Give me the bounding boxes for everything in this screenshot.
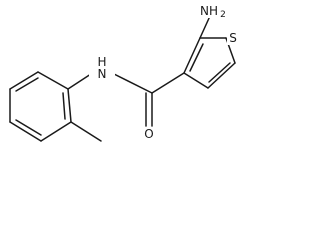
bond-ar2-ar3: [40, 121, 72, 142]
bond-ar5-ar6: [9, 71, 39, 90]
bond-c2-c3: [183, 37, 201, 74]
benzene-ring: [9, 71, 72, 142]
sulfur-label: S: [229, 31, 237, 45]
bond-ar6-ar1: [37, 71, 69, 90]
amide-hydrogen-label: H: [97, 55, 106, 69]
oxygen-label: O: [144, 127, 153, 141]
thiophene-ring: [183, 37, 236, 89]
bond-c2-c3-double: [189, 43, 204, 72]
structure-canvas: NH 2 S H N O: [9, 4, 239, 142]
amine-label: NH: [200, 4, 218, 18]
bond-ar2-methyl: [70, 121, 102, 142]
amide-nitrogen-label: N: [98, 67, 107, 81]
atom-amide-nitrogen: H N: [89, 55, 115, 81]
bond-ar5-ar6-double: [15, 77, 39, 92]
bond-ar3-ar4-double: [15, 119, 42, 136]
bond-ar1-ar2: [67, 88, 72, 123]
bond-c3-c4: [183, 72, 209, 89]
bond-c4-c5-double: [208, 62, 231, 83]
bond-ar3-ar4: [9, 121, 42, 142]
molecule-diagram: NH 2 S H N O: [9, 4, 239, 142]
atom-sulfur: S: [227, 31, 239, 45]
bond-c4-c5: [207, 62, 236, 89]
bond-ar1-ar2-double: [62, 92, 66, 120]
atom-carbonyl-oxygen: O: [142, 127, 156, 141]
bond-carbonyl-n: [109, 71, 153, 94]
bond-c3-carbonyl: [151, 72, 185, 94]
amine-subscript: 2: [220, 10, 226, 20]
atom-amine: NH 2: [199, 4, 229, 20]
bond-c2-nh2: [199, 15, 211, 39]
